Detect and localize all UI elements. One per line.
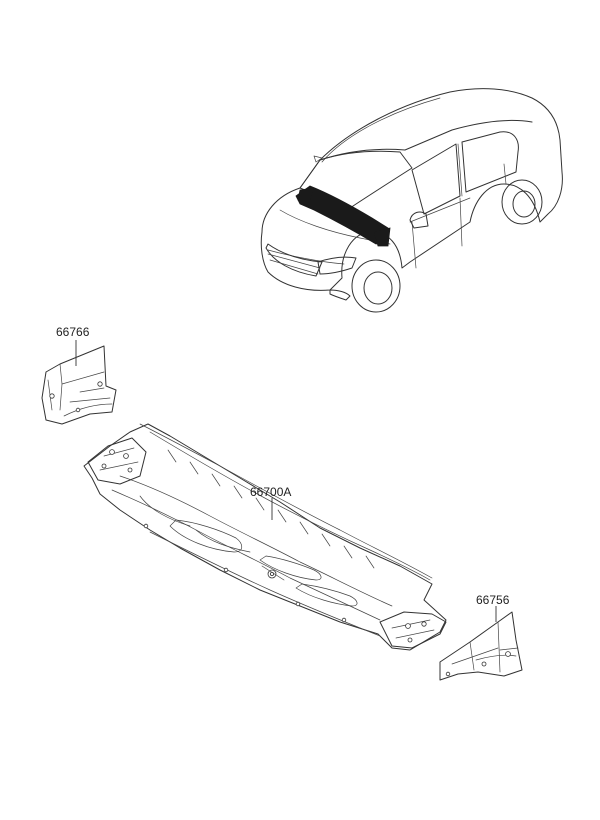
part-label-66700A: 66700A <box>250 485 291 499</box>
cowl-side-left-part <box>41 345 117 425</box>
part-label-66766: 66766 <box>56 325 90 339</box>
car-overview-illustration <box>260 88 563 313</box>
part-label-66756: 66756 <box>476 593 510 607</box>
cowl-side-right-part <box>439 611 523 681</box>
cowl-panel-part <box>83 423 447 651</box>
